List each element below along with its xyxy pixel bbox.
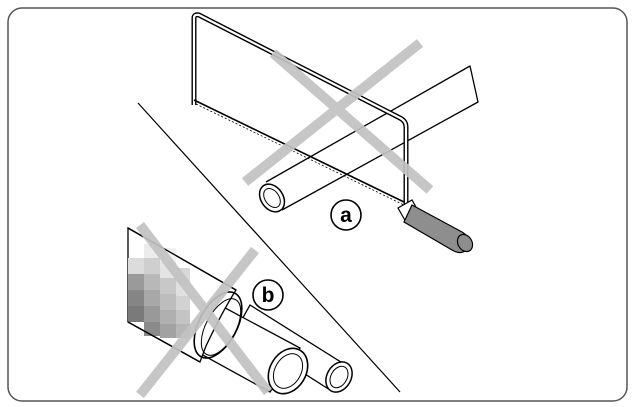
illustration-frame [7, 7, 628, 402]
panel-b-deformed-pipe: b [127, 221, 353, 399]
pipe-b-small-end-inner [329, 365, 349, 389]
hacksaw-handle-cap [456, 233, 474, 253]
callout-a-label: a [340, 204, 352, 227]
callout-b: b [252, 279, 284, 311]
pipe-a-end-inner [263, 188, 281, 208]
divider-line [137, 102, 401, 393]
cross-a-stroke-1 [241, 39, 424, 186]
cross-b-stroke-2 [136, 221, 272, 396]
callout-a: a [330, 199, 362, 231]
cross-b-stroke-1 [136, 246, 259, 399]
callout-a-circle [330, 199, 362, 231]
panel-a-hacksaw: a [191, 12, 479, 254]
hacksaw-frame-inner [192, 13, 408, 210]
pipe-b-large-end-inner [272, 353, 304, 389]
callout-b-circle [252, 279, 284, 311]
callout-b-label: b [262, 284, 275, 307]
prohibition-cross-b [136, 221, 272, 399]
prohibition-cross-a [241, 39, 434, 194]
hacksaw-frame [191, 12, 409, 210]
hacksaw-blade [193, 99, 405, 203]
insulation-sleeve-bottom-edge [127, 321, 201, 363]
hacksaw-blade-teeth [195, 103, 405, 206]
hacksaw-handle [397, 199, 474, 254]
cross-a-stroke-2 [269, 49, 434, 194]
